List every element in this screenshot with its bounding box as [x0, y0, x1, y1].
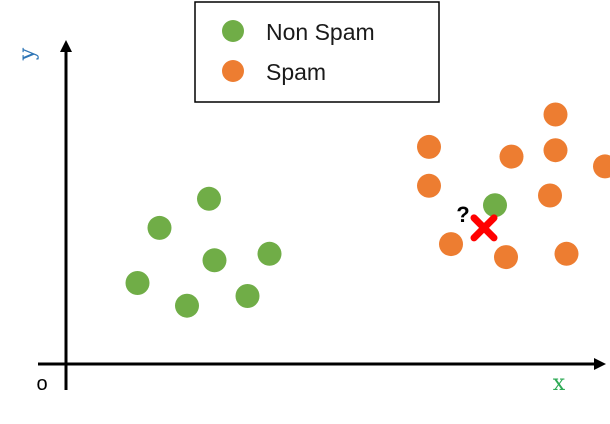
point-non-spam-6: [235, 284, 260, 308]
point-spam-4: [593, 154, 610, 179]
legend: Non Spam Spam: [194, 1, 440, 103]
point-non-spam-5: [175, 293, 199, 318]
data-points: [125, 102, 610, 318]
y-axis-label: y: [15, 47, 40, 61]
point-spam-6: [538, 183, 562, 208]
point-non-spam-3: [202, 248, 227, 273]
point-spam-9: [554, 241, 579, 266]
query-annotation: ?: [456, 202, 469, 227]
point-spam-7: [439, 232, 463, 257]
point-spam-2: [499, 144, 524, 169]
query-point-cross: [470, 214, 498, 242]
point-spam-0: [417, 134, 441, 159]
point-non-spam-7: [483, 193, 507, 218]
point-non-spam-0: [197, 186, 221, 211]
point-non-spam-2: [257, 241, 282, 266]
legend-swatch-non-spam: [222, 20, 244, 42]
x-axis-label: x: [553, 371, 566, 396]
query-point-group: ?: [456, 202, 498, 242]
legend-label-spam: Spam: [266, 59, 326, 85]
point-spam-8: [494, 245, 518, 270]
origin-label: o: [36, 373, 47, 395]
point-spam-3: [543, 138, 568, 163]
point-spam-5: [417, 173, 441, 198]
point-non-spam-4: [125, 271, 150, 295]
point-non-spam-1: [147, 215, 172, 240]
query-cross-stroke-1: [470, 214, 498, 242]
legend-box: [194, 1, 440, 103]
legend-swatch-spam: [222, 60, 244, 82]
point-spam-1: [543, 102, 568, 127]
legend-label-non-spam: Non Spam: [266, 19, 375, 45]
